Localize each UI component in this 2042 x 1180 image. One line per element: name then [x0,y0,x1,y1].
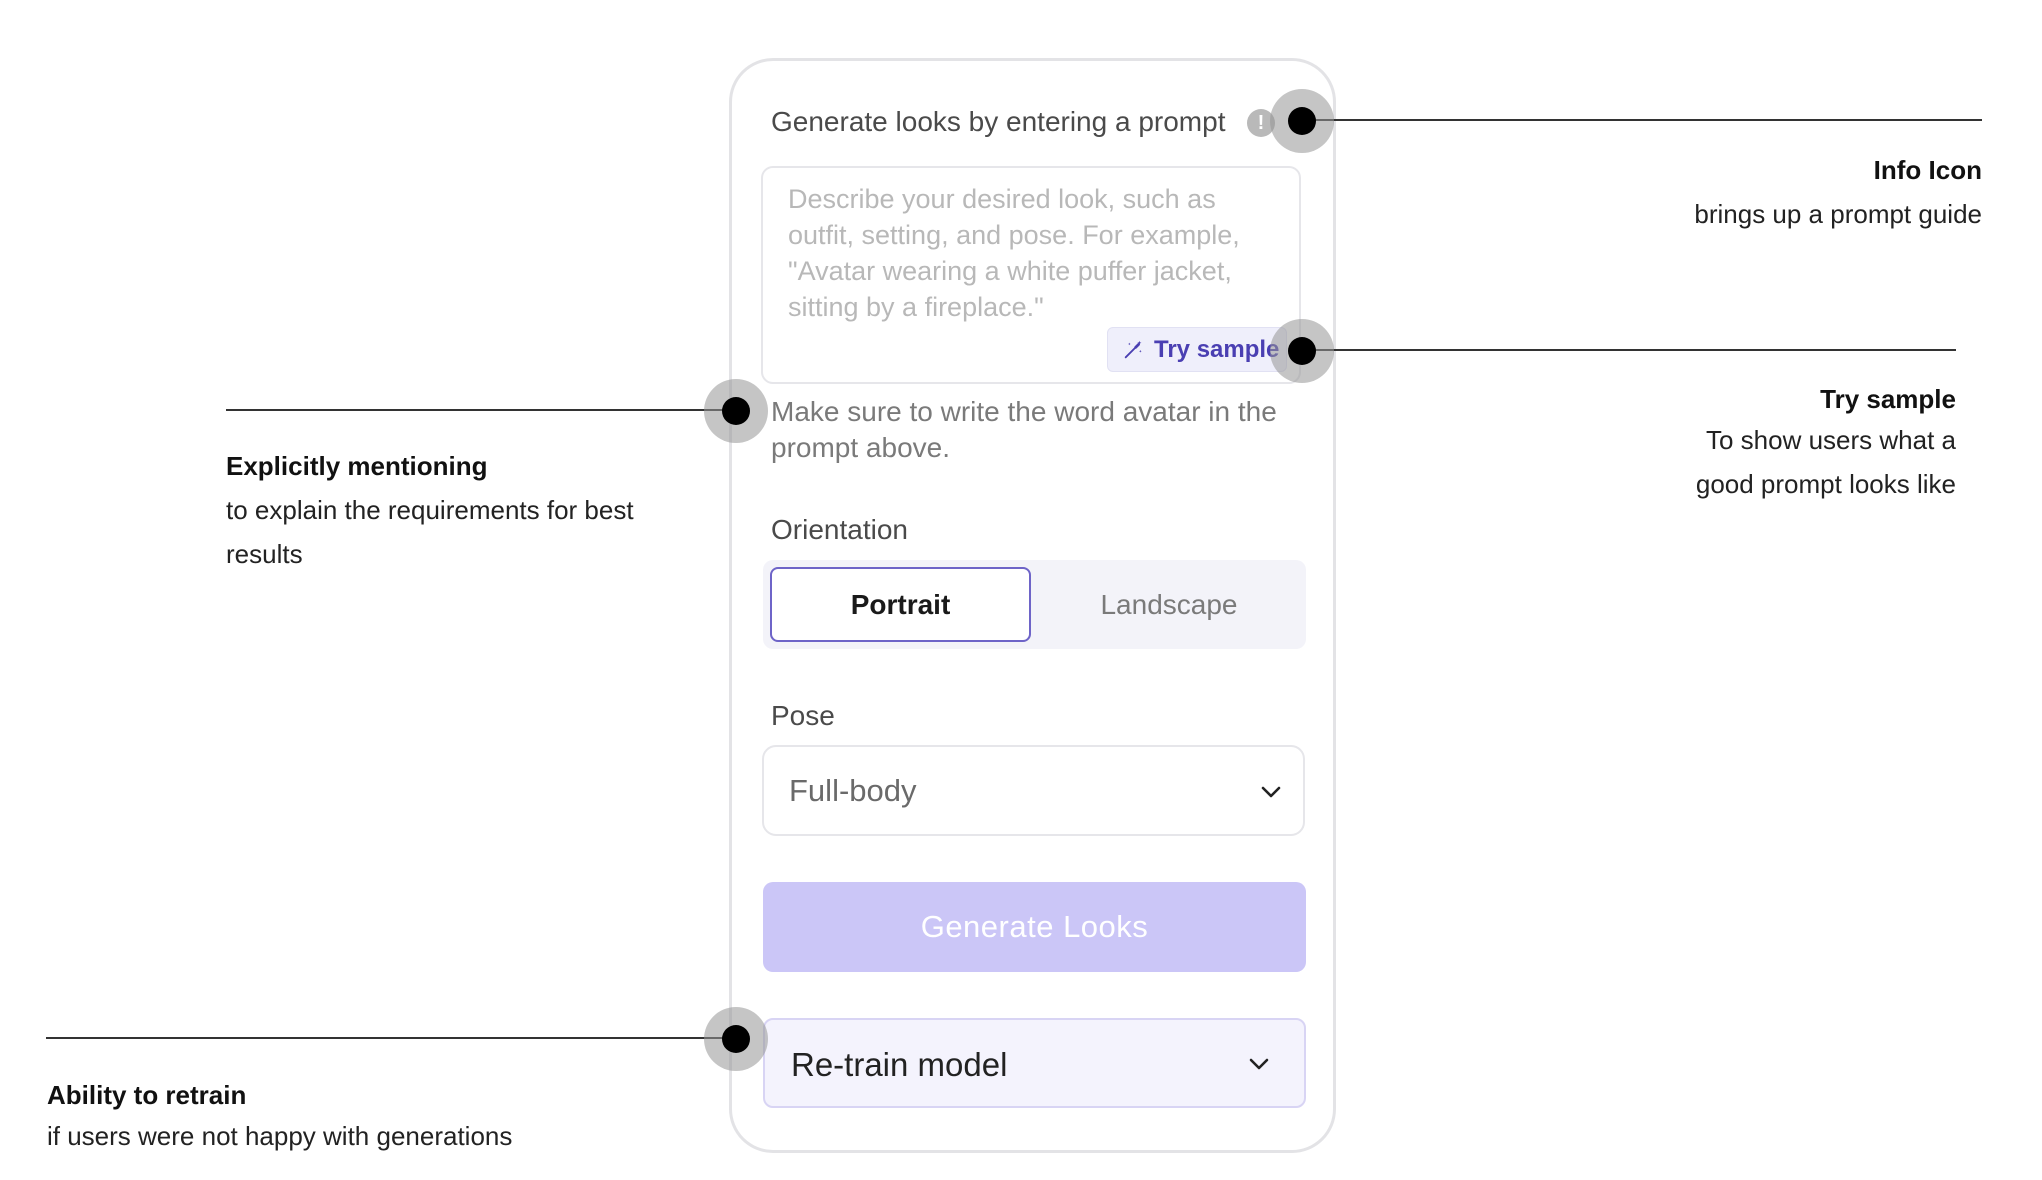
callout-marker-info [1270,89,1334,153]
try-sample-label: Try sample [1154,335,1280,363]
magic-wand-icon [1124,340,1142,358]
pose-label: Pose [771,700,835,731]
callout-retrain-body: if users were not happy with generations [47,1121,513,1151]
callout-marker-try-sample [1270,319,1334,383]
generate-looks-button[interactable]: Generate Looks [763,882,1306,972]
prompt-hint: Make sure to write the word avatar in th… [771,396,1277,463]
callout-explicit-line-2: results [226,539,303,569]
callout-explicit-line-1: to explain the requirements for best [226,495,634,525]
prompt-placeholder: Describe your desired look, such as outf… [788,184,1240,322]
callout-try-sample-body: To show users what a good prompt looks l… [1696,418,1956,506]
orientation-label: Orientation [771,514,908,545]
retrain-model-label: Re-train model [791,1046,1008,1083]
try-sample-button[interactable]: Try sample [1107,327,1287,372]
callout-line-info [1310,119,1982,121]
callout-line-explicit [226,409,736,411]
orientation-option-landscape[interactable]: Landscape [1100,589,1238,620]
callout-try-sample-line-2: good prompt looks like [1695,469,1956,499]
pose-select-value: Full-body [789,773,917,808]
callout-line-try-sample [1310,349,1956,351]
chevron-down-icon [1261,786,1281,798]
callout-retrain-title: Ability to retrain [47,1080,247,1110]
chevron-down-icon [1249,1058,1269,1070]
callout-try-sample-title: Try sample [1820,384,1956,414]
callout-try-sample-line-1: To show users what a [1705,425,1956,455]
retrain-model-dropdown[interactable] [763,1018,1306,1108]
callout-marker-retrain [704,1007,768,1071]
pose-select[interactable] [762,745,1305,836]
prompt-title: Generate looks by entering a prompt [771,106,1226,137]
callout-info-body: brings up a prompt guide [1694,199,1982,229]
orientation-option-portrait[interactable]: Portrait [770,567,1031,642]
callout-line-retrain [46,1037,736,1039]
callout-explicit-title: Explicitly mentioning [226,451,488,481]
callout-explicit-body: to explain the requirements for best res… [226,488,634,576]
callout-info-title: Info Icon [1873,155,1982,185]
callout-marker-explicit [704,379,768,443]
